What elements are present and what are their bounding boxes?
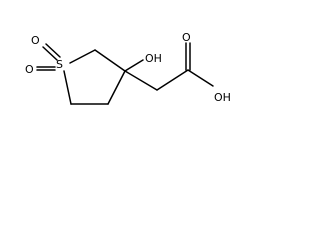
bond-ch2-cooh [156, 69, 189, 91]
bond-ch2-top-c3 [94, 49, 126, 72]
sulfonyl-oxygen-upper-label: O [31, 34, 40, 47]
acid-hydroxyl-label: OH [214, 91, 231, 104]
carbonyl-oxygen-label: O [182, 31, 191, 44]
bond-s-o-upper-a [42, 46, 58, 61]
sulfur-label: S [56, 58, 63, 71]
bond-c-oh [187, 69, 214, 87]
bond-s-o-upper-b [45, 43, 61, 58]
chemical-structure: S O O OH O OH [25, 31, 231, 105]
bond-s-ch2-top [69, 49, 96, 64]
sulfonyl-oxygen-lower-label: O [25, 63, 34, 76]
bond-c3-oh [124, 59, 144, 72]
bond-c5-s [63, 70, 72, 105]
bond-c3-ch2 [124, 70, 158, 91]
bond-c3-c4 [107, 70, 126, 105]
hydroxyl-label: OH [145, 52, 162, 65]
